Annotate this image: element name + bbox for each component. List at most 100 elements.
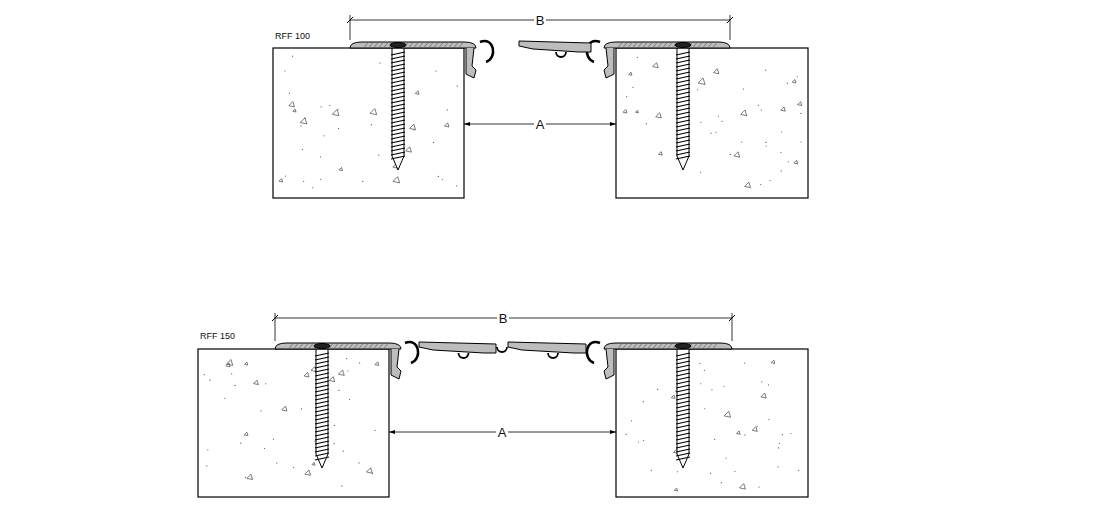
screw-thread [391,64,405,67]
screw-thread [676,369,690,372]
section-hatch [633,43,637,48]
aggregate-speck [282,406,287,411]
screw-thread [315,453,329,456]
screw-thread [391,96,405,99]
aggregate-speck [367,468,373,473]
screw-thread [315,357,329,360]
aggregate-speck [710,473,711,474]
screw-thread [391,112,405,115]
section-hatch [459,43,463,48]
aggregate-speck [798,470,799,471]
screw-thread [676,441,690,444]
section-hatch [384,43,388,48]
section-hatch [374,43,378,48]
aggregate-speck [698,78,705,84]
anchor-screw [316,349,328,468]
aggregate-speck [766,145,767,146]
section-hatch [359,344,363,349]
screw-thread [676,413,690,416]
screw-thread [676,60,690,63]
screw-thread [676,457,690,460]
aggregate-speck [700,122,701,123]
aggregate-speck [781,131,782,132]
screw-thread [315,377,329,380]
section-hatch [434,43,438,48]
section-hatch [658,43,662,48]
aggregate-speck [231,373,232,374]
screw-thread [676,72,690,75]
aggregate-speck [312,462,315,465]
aggregate-speck [631,420,632,421]
aggregate-speck [787,83,788,84]
aggregate-speck [379,63,380,64]
section-hatch [449,43,453,48]
aggregate-speck [768,419,769,420]
retaining-clip [459,353,469,358]
section-hatch [708,344,712,349]
aggregate-speck [671,395,675,398]
aggregate-speck [276,463,277,464]
concrete-block [273,48,464,198]
aggregate-speck [721,482,722,483]
retaining-clip [556,52,566,57]
aggregate-speck [320,156,321,157]
dimension-label: A [496,426,509,439]
dimension-arrow [610,122,616,126]
aggregate-speck [406,147,412,152]
aggregate-speck [721,121,722,122]
aggregate-speck [700,172,701,173]
section-hatch [419,43,423,48]
section-hatch [653,344,657,349]
aggregate-speck [393,177,400,183]
aggregate-speck [332,109,339,115]
aggregate-speck [757,426,758,427]
screw-thread [315,433,329,436]
dimension-tick [729,315,735,321]
screw-thread [391,60,405,63]
aggregate-speck [358,462,359,463]
aggregate-speck [790,433,791,434]
aggregate-speck [371,124,372,125]
screw-thread [315,421,329,424]
screw-thread [676,409,690,412]
retaining-clip [497,347,507,352]
aggregate-speck [734,471,735,472]
section-hatch [379,43,383,48]
aggregate-speck [744,434,745,435]
aggregate-speck [312,187,313,188]
screw-thread [676,68,690,71]
aggregate-speck [741,141,742,142]
screw-thread [676,421,690,424]
profile-hook [604,48,614,78]
section-hatch [638,43,642,48]
aggregate-speck [320,179,321,180]
section-hatch [618,344,622,349]
aggregate-speck [410,124,416,130]
aggregate-speck [240,443,241,444]
screw-thread [676,389,690,392]
aggregate-speck [800,141,801,142]
section-hatch [369,43,373,48]
aggregate-speck [765,142,766,143]
screw-thread [315,385,329,388]
section-hatch [379,344,383,349]
screw-thread [391,84,405,87]
screw-thread [676,148,690,151]
aluminium-flange [275,343,401,349]
aggregate-speck [798,102,802,106]
section-hatch [623,43,627,48]
screw-thread [315,401,329,404]
screw-thread [391,120,405,123]
aggregate-speck [643,440,644,441]
screw-thread [676,445,690,448]
screw-thread [391,148,405,151]
screw-thread [315,365,329,368]
screw-thread [676,429,690,432]
aggregate-speck [697,89,698,90]
aggregate-speck [797,76,798,77]
aggregate-speck [760,184,761,185]
aggregate-speck [781,107,786,111]
aggregate-speck [338,128,339,129]
aggregate-speck [245,362,248,365]
